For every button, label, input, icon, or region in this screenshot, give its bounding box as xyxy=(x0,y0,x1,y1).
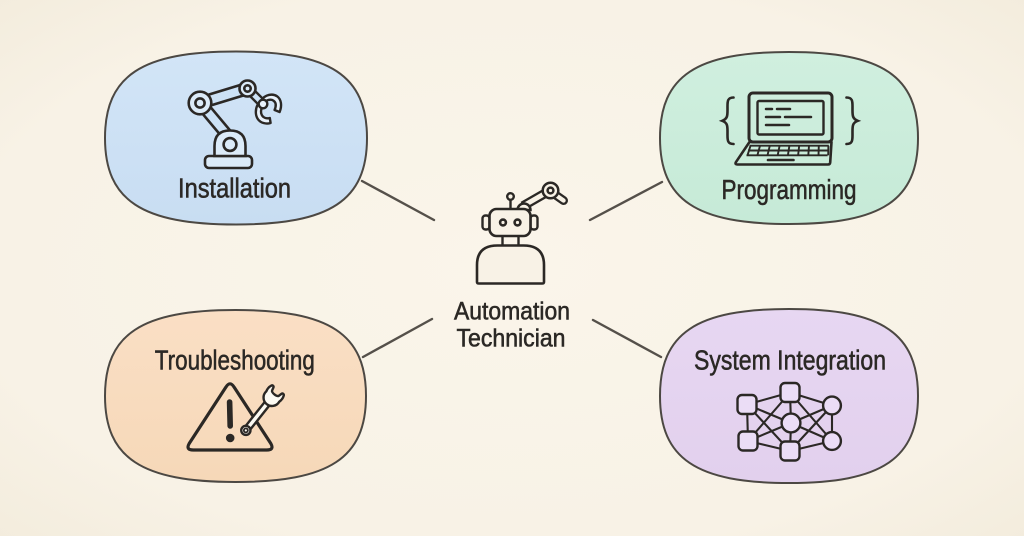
svg-text:Automation: Automation xyxy=(454,298,570,326)
svg-text:Troubleshooting: Troubleshooting xyxy=(155,345,315,376)
svg-text:System Integration: System Integration xyxy=(694,345,886,376)
svg-text:Technician: Technician xyxy=(457,325,566,353)
svg-text:Programming: Programming xyxy=(722,174,857,205)
svg-text:Installation: Installation xyxy=(178,173,291,204)
